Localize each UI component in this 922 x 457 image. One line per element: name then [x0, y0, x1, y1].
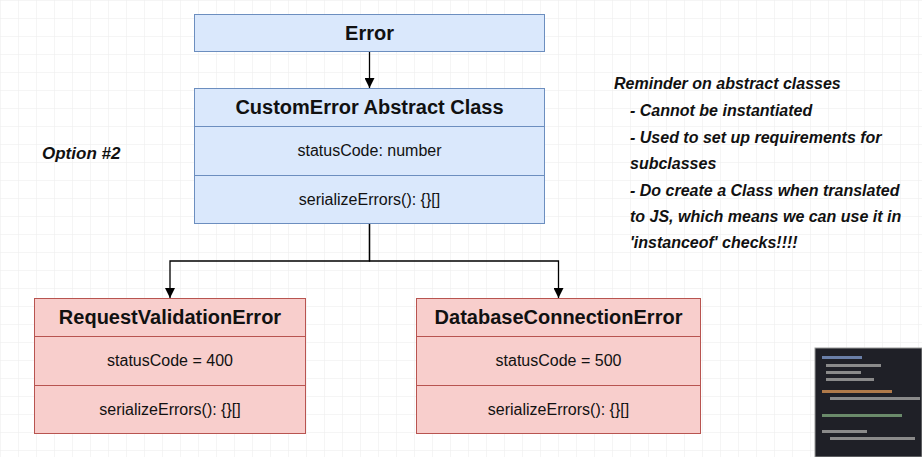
method-text: serializeErrors(): {}[]	[99, 401, 240, 419]
class-name: DatabaseConnectionError	[435, 306, 683, 329]
field-text: statusCode = 400	[107, 352, 233, 370]
class-box: RequestValidationError statusCode = 400 se…	[34, 298, 306, 434]
inheritance-arrow	[370, 224, 559, 298]
class-box: DatabaseConnectionError statusCode = 500 s…	[416, 298, 701, 434]
method-section: serializeErrors(): {}[]	[35, 385, 305, 433]
class-name-section: CustomError Abstract Class	[195, 89, 544, 126]
inheritance-arrow	[369, 52, 370, 88]
method-text: serializeErrors(): {}[]	[488, 401, 629, 419]
note-heading: Reminder on abstract classes	[614, 71, 914, 97]
field-section: statusCode = 400	[35, 336, 305, 385]
class-name-section: DatabaseConnectionError	[417, 299, 700, 336]
field-text: statusCode: number	[297, 142, 441, 160]
option-label: Option #2	[42, 141, 182, 167]
note-bullet: - Cannot be instantiated	[630, 98, 914, 124]
field-text: statusCode = 500	[496, 352, 622, 370]
class-name-section: RequestValidationError	[35, 299, 305, 336]
field-section: statusCode: number	[195, 126, 544, 175]
class-name: CustomError Abstract Class	[235, 96, 503, 119]
class-name: Error	[345, 22, 394, 45]
note-bullet: - Used to set up requirements for subcla…	[630, 125, 914, 177]
video-thumbnail	[815, 348, 922, 457]
method-section: serializeErrors(): {}[]	[417, 385, 700, 433]
note-bullet: - Do create a Class when translated to J…	[630, 178, 914, 256]
inheritance-arrow	[170, 224, 370, 298]
field-section: statusCode = 500	[417, 336, 700, 385]
method-section: serializeErrors(): {}[]	[195, 175, 544, 223]
class-box: Error	[194, 14, 545, 52]
method-text: serializeErrors(): {}[]	[299, 191, 440, 209]
class-name: RequestValidationError	[59, 306, 281, 329]
abstract-class-box: CustomError Abstract Class statusCode: nu…	[194, 88, 545, 224]
class-name-section: Error	[195, 15, 544, 51]
